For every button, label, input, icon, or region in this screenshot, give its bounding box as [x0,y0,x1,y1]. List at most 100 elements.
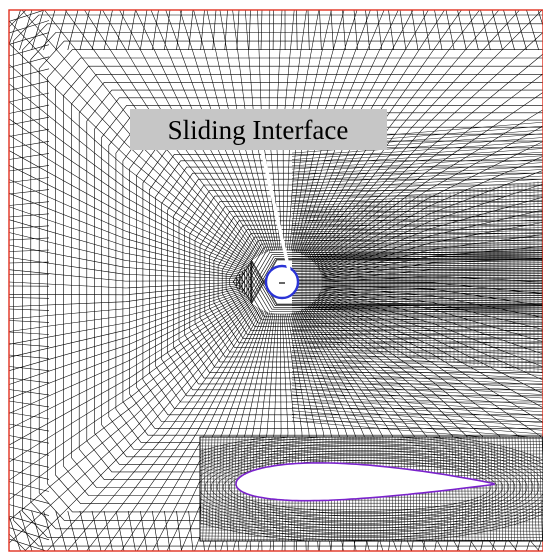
mesh-ray [9,290,244,358]
mesh-ring [213,220,543,344]
mesh-edge-line [9,237,50,241]
wake-line [291,165,543,182]
wake-line [291,140,543,160]
inset-mesh-layer [200,438,543,536]
mesh-edge-line [537,534,543,551]
mesh-edge-line [9,201,50,206]
inset-mesh-line [200,535,543,538]
mesh-edge-line [31,10,44,51]
mesh-ray [318,294,543,394]
mesh-edge-line [9,68,50,80]
mesh-edge-line [9,481,50,492]
mesh-edge-line [514,10,527,51]
mesh-edge-line [9,92,50,103]
mesh-ray [9,281,243,289]
wake-line [291,394,543,413]
mesh-ray [86,307,259,551]
inset-mesh-line [200,526,543,529]
mesh-edge-line [115,510,125,551]
inset-mesh-line [520,437,525,541]
mesh-ray [9,299,249,463]
inset-mesh-line [200,453,543,456]
mesh-edge-line [445,10,455,51]
mesh-edge-line [526,10,539,51]
sliding-interface-circle [264,264,300,300]
mesh-ray [9,134,247,268]
mesh-ray [9,286,243,320]
wake-line [291,162,543,179]
wake-line [291,413,543,435]
inset-mesh-line [200,441,543,444]
mesh-edge-line [319,10,322,51]
mesh-ray [46,305,256,551]
wake-line [291,417,543,439]
mesh-ray [310,32,543,261]
mesh-ring [63,65,543,496]
mesh-edge-line [422,10,431,51]
mesh-ray [24,304,255,551]
mesh-ring [21,23,543,538]
mesh-edge-line [399,10,407,51]
mesh-ring [199,206,543,358]
mesh-ray [9,232,243,277]
mesh-ring [161,166,543,397]
mesh-edge-line [248,10,251,51]
inset-mesh-line [532,437,537,541]
inset-mesh-line [517,437,522,541]
mesh-ring [155,160,543,403]
mesh-edge-line [31,510,44,551]
wake-line [291,360,543,373]
mesh-edge-line [115,10,125,51]
mesh-ray [9,101,249,265]
inset-mesh-line [535,437,540,541]
mesh-edge-line [9,153,50,160]
inset-mesh-layer [200,437,543,541]
wake-line [291,355,543,367]
mesh-ray [9,283,243,296]
mesh-edge-line [164,510,171,551]
inset-mesh-line [200,505,543,507]
mesh-edge-line [9,104,50,114]
mesh-ray [315,299,543,455]
mesh-ray [67,306,258,551]
wake-line [291,194,543,207]
wake-line [291,407,543,427]
mesh-edge-line [67,510,79,551]
mesh-edge-line [212,10,217,51]
mesh-ring [173,178,543,385]
mesh-edge-line [43,510,56,551]
wake-line [291,191,543,204]
wake-line [291,350,543,361]
inset-mesh-line [200,538,543,541]
mesh-edge-line [9,189,50,195]
mesh-ray [9,165,246,270]
wake-line [291,362,543,376]
mesh-edge-line [79,10,90,51]
wake-line [291,151,543,170]
mesh-edge-line [9,56,50,68]
mesh-edge-line [365,10,370,51]
wake-line [291,178,543,193]
mesh-edge-line [9,389,50,396]
mesh-ray [309,10,543,260]
mesh-edge-line [9,128,50,137]
mesh-edge-line [224,10,228,51]
wake-line [291,368,543,382]
wake-line [291,185,543,199]
mesh-ray [9,298,248,446]
mesh-edge-line [19,510,33,551]
mesh-ray [9,193,245,273]
mesh-ray [9,83,250,264]
mesh-ray [9,287,243,332]
inset-mesh-layer [200,445,534,529]
mesh-edge-line [9,504,50,516]
mesh-ray [9,206,244,274]
wake-line [291,400,543,420]
wake-line [291,357,543,370]
inset-mesh-line [200,456,543,459]
mesh-edge-line [79,510,90,551]
mesh-edge-line [9,249,50,252]
inset-mesh-line [200,437,204,539]
mesh-edge-line [152,510,159,551]
